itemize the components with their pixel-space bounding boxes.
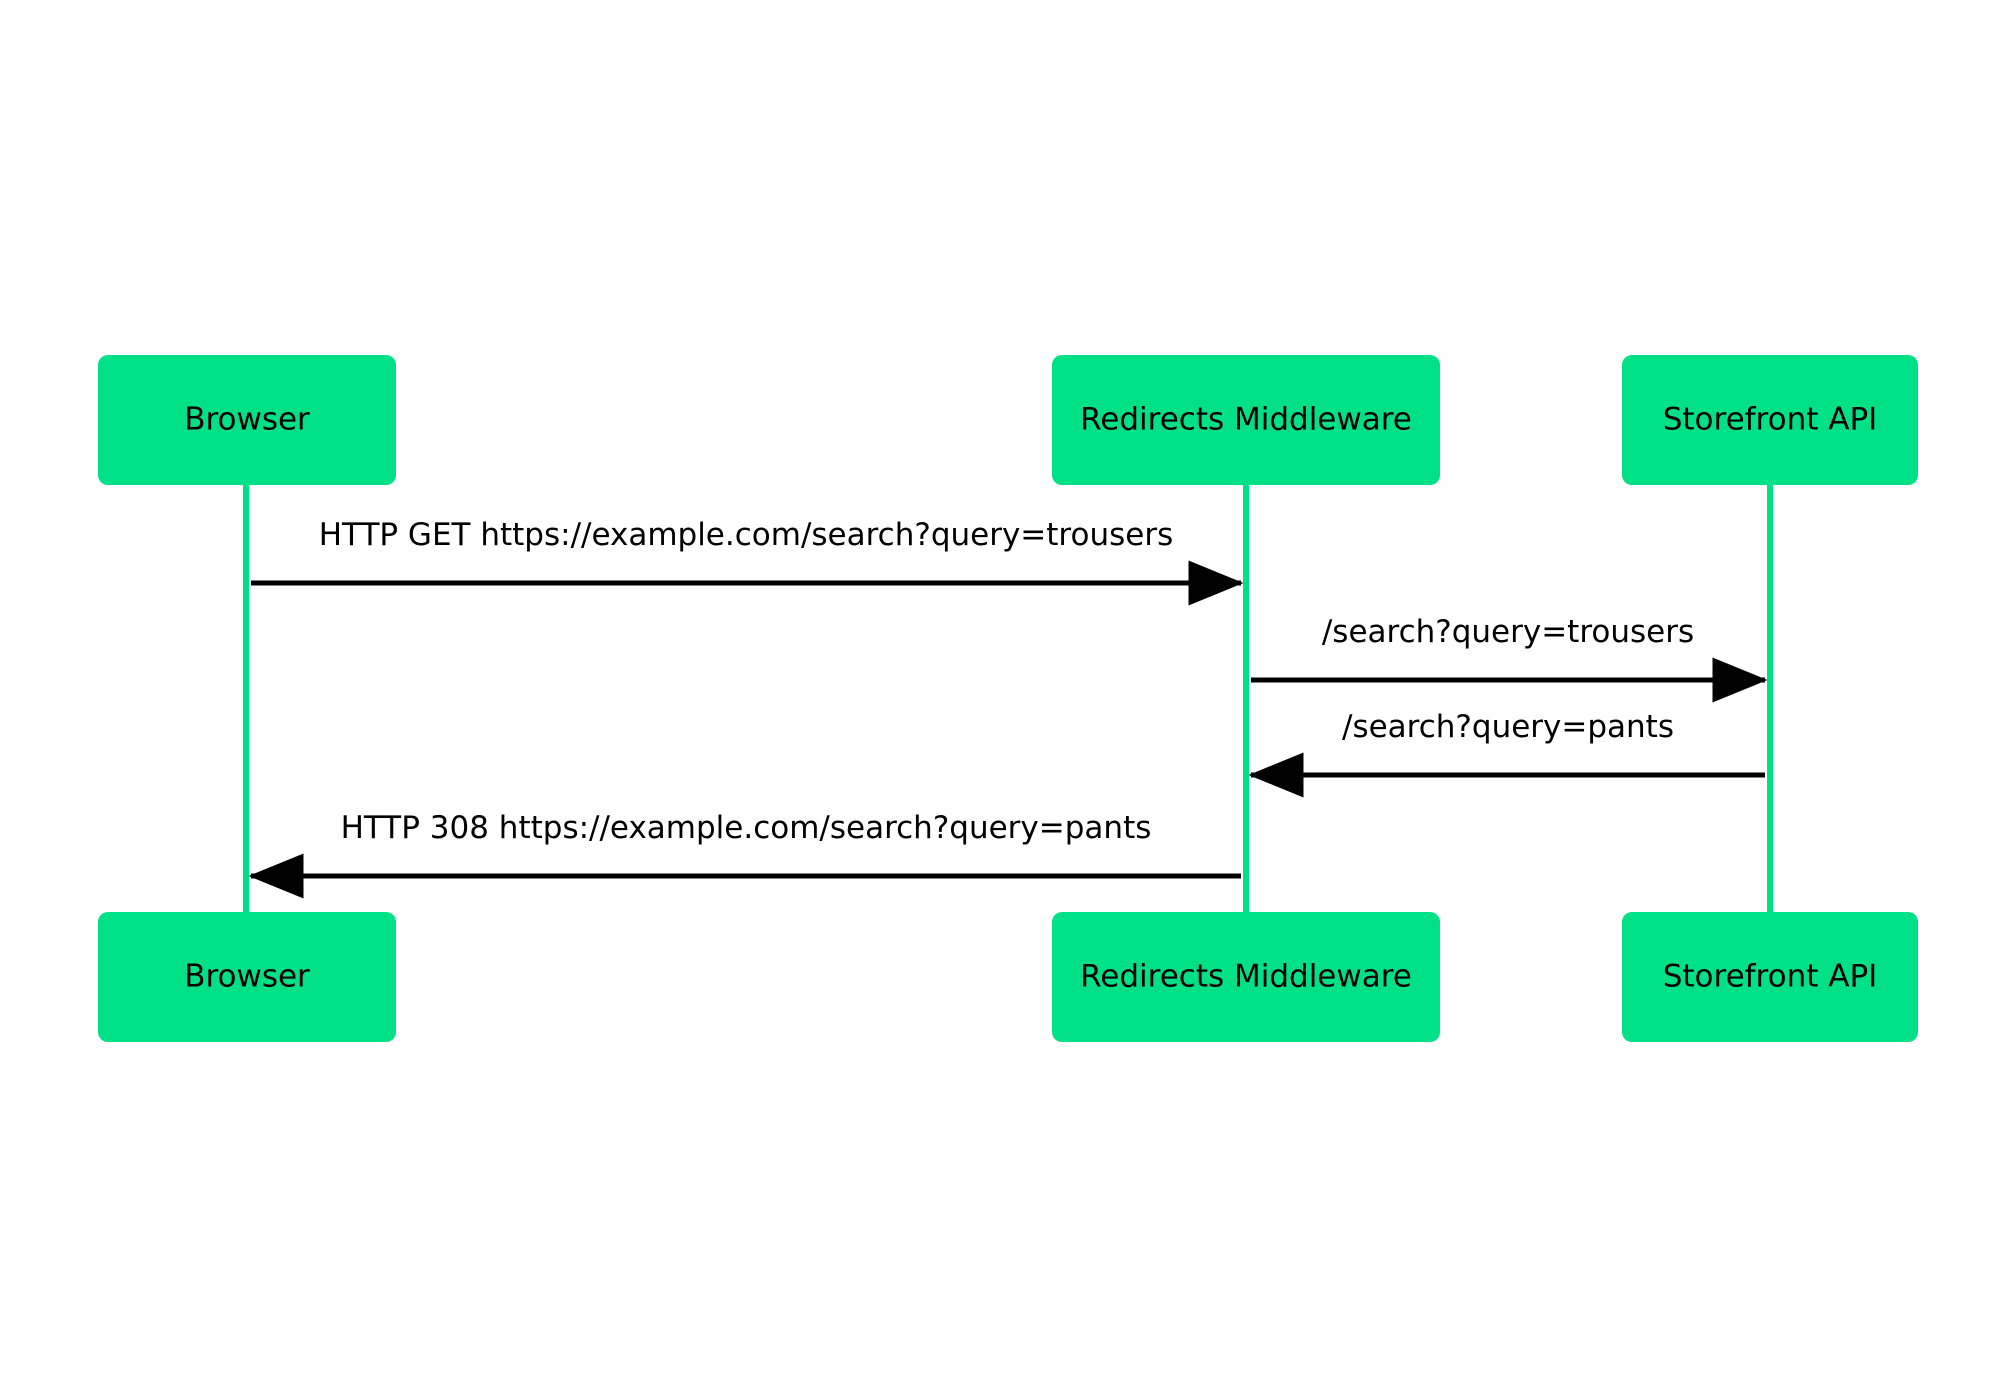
participant-box (1622, 355, 1918, 485)
message-3[interactable]: /search?query=pants (1248, 709, 1765, 798)
message-4[interactable]: HTTP 308 https://example.com/search?quer… (248, 810, 1241, 899)
participant-box (98, 912, 396, 1042)
message-label: HTTP GET https://example.com/search?quer… (319, 517, 1173, 553)
participant-label: Redirects Middleware (1080, 402, 1412, 438)
participant-label: Storefront API (1663, 402, 1878, 438)
participant-box (1622, 912, 1918, 1042)
participant-label: Redirects Middleware (1080, 959, 1412, 995)
message-label: /search?query=pants (1342, 709, 1674, 745)
participant-bottom-redirects-middleware[interactable]: Redirects Middleware (1052, 912, 1440, 1042)
participant-label: Browser (184, 959, 310, 995)
messages: HTTP GET https://example.com/search?quer… (248, 517, 1768, 899)
message-2[interactable]: /search?query=trousers (1251, 614, 1768, 703)
participant-label: Storefront API (1663, 959, 1878, 995)
participants-top: Browser Redirects Middleware Storefront … (98, 355, 1918, 485)
message-label: /search?query=trousers (1322, 614, 1694, 650)
participant-box (1052, 355, 1440, 485)
participant-box (1052, 912, 1440, 1042)
participant-top-browser[interactable]: Browser (98, 355, 396, 485)
participant-box (98, 355, 396, 485)
participant-top-storefront-api[interactable]: Storefront API (1622, 355, 1918, 485)
message-1[interactable]: HTTP GET https://example.com/search?quer… (251, 517, 1244, 606)
participant-label: Browser (184, 402, 310, 438)
lifelines (243, 485, 1773, 912)
participant-bottom-storefront-api[interactable]: Storefront API (1622, 912, 1918, 1042)
participants-bottom: Browser Redirects Middleware Storefront … (98, 912, 1918, 1042)
message-label: HTTP 308 https://example.com/search?quer… (341, 810, 1152, 846)
participant-bottom-browser[interactable]: Browser (98, 912, 396, 1042)
participant-top-redirects-middleware[interactable]: Redirects Middleware (1052, 355, 1440, 485)
